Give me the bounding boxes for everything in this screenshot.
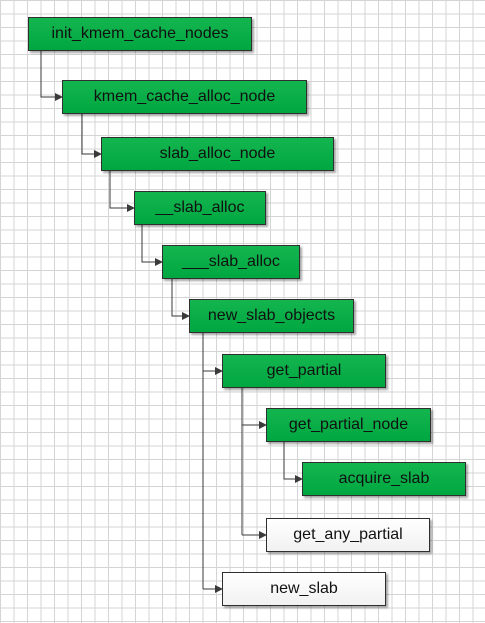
edge-init-to-kmem [40, 51, 63, 101]
node-label: new_slab_objects [207, 307, 336, 324]
node-label: get_partial [266, 362, 342, 379]
edge-slab-alloc-to-triple-slab-alloc [141, 225, 163, 266]
edge-triple-slab-alloc-to-new-slab-objects [171, 279, 190, 320]
node-label: kmem_cache_alloc_node [93, 88, 276, 105]
edge-kmem-to-slab-alloc-node [81, 114, 102, 158]
node-label: ___slab_alloc [182, 253, 280, 270]
node-new-slab[interactable]: new_slab [222, 572, 386, 606]
node-get-any-partial[interactable]: get_any_partial [266, 518, 430, 552]
node-new-slab-objects[interactable]: new_slab_objects [189, 299, 354, 333]
node-label: get_partial_node [288, 416, 409, 433]
node-acquire-slab[interactable]: acquire_slab [302, 462, 466, 496]
node-label: __slab_alloc [155, 199, 245, 216]
node-init-kmem-cache-nodes[interactable]: init_kmem_cache_nodes [28, 17, 252, 51]
node-triple-slab-alloc[interactable]: ___slab_alloc [162, 245, 300, 279]
node-label: slab_alloc_node [159, 145, 276, 162]
node-label: get_any_partial [293, 526, 403, 543]
edge-slab-alloc-node-to-slab-alloc [109, 171, 135, 212]
node-slab-alloc[interactable]: __slab_alloc [134, 191, 266, 225]
node-get-partial-node[interactable]: get_partial_node [266, 408, 431, 442]
node-slab-alloc-node[interactable]: slab_alloc_node [101, 137, 334, 171]
node-get-partial[interactable]: get_partial [222, 354, 386, 388]
edge-get-partial-node-to-acquire-slab [283, 442, 303, 483]
node-label: acquire_slab [338, 470, 430, 487]
node-kmem-cache-alloc-node[interactable]: kmem_cache_alloc_node [62, 80, 307, 114]
node-label: new_slab [270, 580, 338, 597]
node-label: init_kmem_cache_nodes [51, 25, 229, 42]
